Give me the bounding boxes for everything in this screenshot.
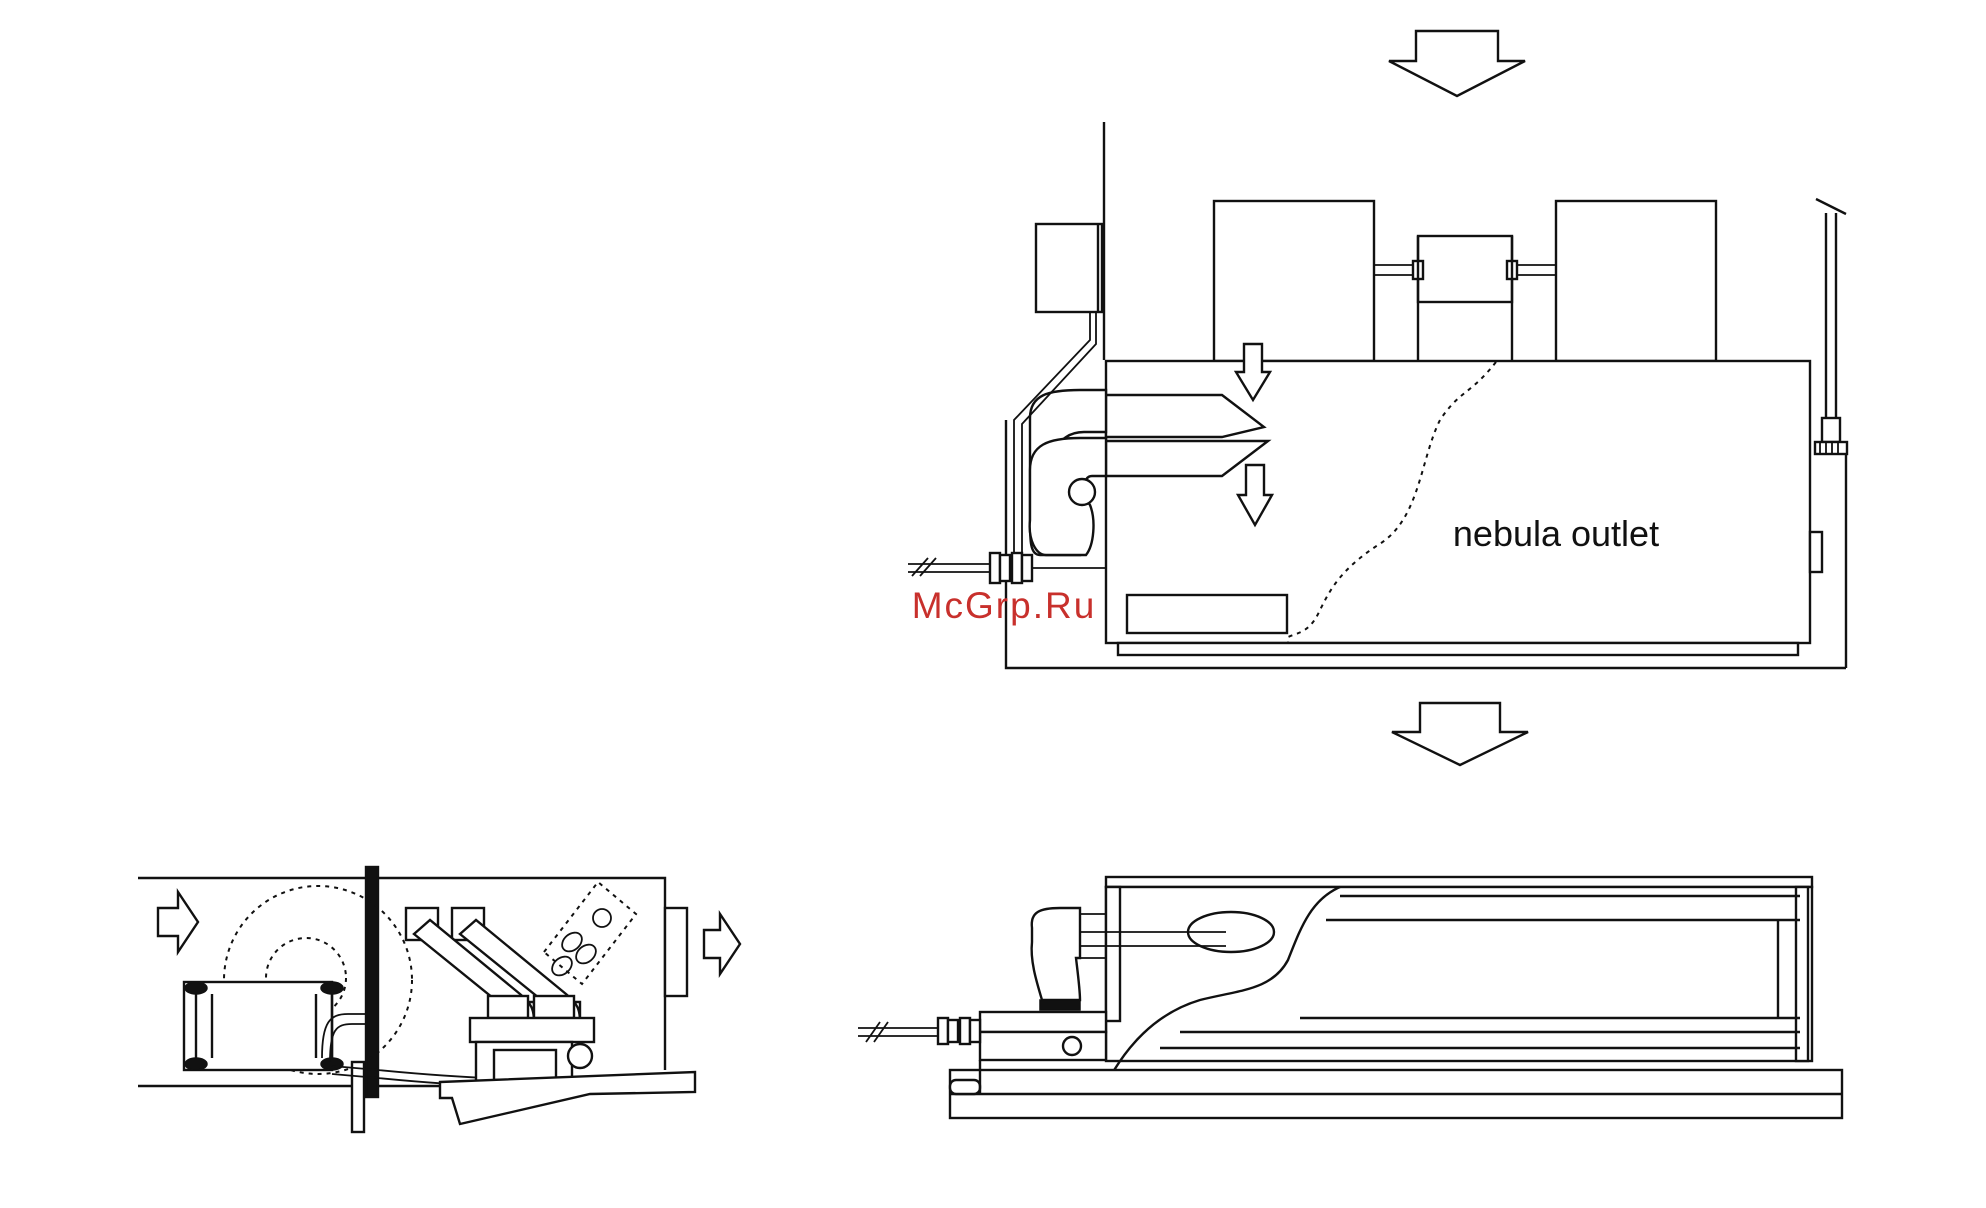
flare-nut-1 — [990, 553, 1000, 583]
air-intake-arrow-icon — [1389, 31, 1525, 96]
wall-section — [366, 867, 378, 1097]
side-elevation-view: nebula outlet McGrp.Ru — [908, 31, 1847, 765]
perspective-nut-1 — [938, 1018, 948, 1044]
top-flange — [1106, 877, 1812, 887]
fan-motor — [1418, 236, 1512, 302]
control-panel-outline — [544, 882, 636, 984]
air-discharge-arrow-icon — [1392, 703, 1528, 765]
perspective-view — [858, 877, 1842, 1118]
watermark-text: McGrp.Ru — [912, 585, 1097, 626]
mounting-bracket — [440, 1072, 695, 1124]
outlet-grille — [1127, 595, 1287, 633]
blower-housing-right — [1556, 201, 1716, 361]
outlet-flange — [665, 908, 687, 996]
valve-manifold — [470, 1018, 594, 1042]
pipe-insulation-band — [1040, 1000, 1080, 1010]
perspective-pipe-upper — [1032, 908, 1080, 1000]
plan-outlet-arrow-icon — [704, 914, 740, 974]
blower-housing-left — [1214, 201, 1374, 361]
control-box — [1036, 224, 1102, 312]
drain-plug — [1069, 479, 1095, 505]
plan-inlet-arrow-icon — [158, 892, 198, 952]
plan-view — [138, 867, 740, 1132]
drain-pan — [1118, 643, 1798, 655]
outlet-label: nebula outlet — [1453, 513, 1659, 554]
plan-motor — [184, 982, 332, 1070]
valve-block-top — [980, 1012, 1106, 1032]
flare-nut-2 — [1012, 553, 1022, 583]
